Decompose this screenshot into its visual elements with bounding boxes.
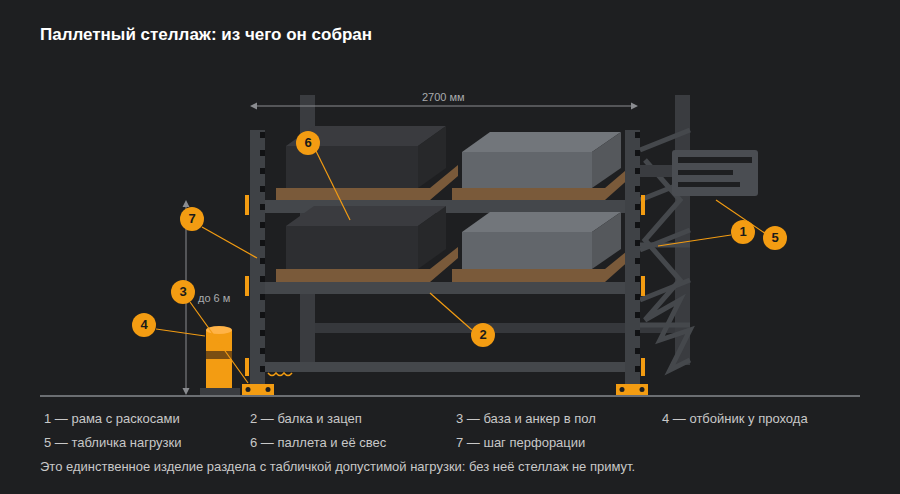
rack-part: [268, 373, 292, 376]
rack-part: [245, 276, 249, 296]
rack-part: [242, 384, 274, 395]
callout-number: 6: [296, 131, 320, 155]
rack-part: [265, 362, 625, 372]
rack-part: [462, 152, 592, 188]
rack-part: [678, 157, 752, 163]
rack-part: [641, 358, 645, 376]
rack-part: [190, 302, 248, 383]
rack-part: [183, 103, 639, 396]
rack-part: [616, 384, 648, 395]
rack-part: [250, 130, 265, 390]
callout-number: 3: [171, 280, 195, 304]
rack-part: [418, 206, 446, 269]
rack-part: [265, 282, 625, 294]
diagram-title: Паллетный стеллаж: из чего он собран: [40, 25, 372, 45]
legend-entry: 1 — рама с раскосами: [44, 411, 180, 426]
rack-part: [625, 130, 640, 390]
legend-entry: 2 — балка и зацеп: [250, 411, 362, 426]
rack-part: [640, 387, 645, 392]
rack-part: [286, 206, 446, 226]
rack-part: [672, 150, 758, 196]
rack-part: [206, 330, 232, 388]
callout-number: 1: [731, 220, 755, 244]
rack-part: [592, 212, 621, 269]
rack-part: [462, 232, 592, 269]
rack-part: [592, 132, 621, 188]
rack-part: [156, 329, 205, 336]
legend-entry: 3 — база и анкер в пол: [456, 411, 596, 426]
rack-part: [678, 182, 740, 187]
rack-part: [245, 195, 249, 215]
rack-part: [430, 293, 472, 330]
callout-number: 4: [132, 313, 156, 337]
rack-part: [245, 195, 645, 376]
rack-part: [640, 245, 690, 325]
rack-part: [156, 151, 766, 383]
rack-part: [286, 226, 418, 269]
rack-part: [315, 323, 675, 333]
rack-part: [658, 235, 731, 246]
rack-part: [266, 387, 271, 392]
rack-part: [200, 388, 240, 395]
rack-part: [678, 170, 733, 175]
rack-part: [252, 106, 636, 107]
rack-part: [316, 151, 350, 220]
rack-part: [641, 276, 645, 296]
rack-part: [40, 395, 860, 397]
rack-part: [625, 130, 640, 390]
legend-entry: 6 — паллета и её свес: [250, 435, 386, 450]
legend-entry: 5 — табличка нагрузки: [44, 435, 181, 450]
dimension-label: до 6 м: [195, 292, 233, 304]
rack-part: [250, 130, 265, 390]
rack-part: [250, 103, 638, 110]
rack-part: [641, 195, 645, 215]
caption-note: Это единственное изделие раздела с табли…: [40, 459, 635, 474]
dimension-label: 2700 мм: [419, 91, 468, 103]
rack-part: [245, 358, 249, 376]
callout-number: 5: [763, 226, 787, 250]
rack-part: [202, 227, 257, 258]
legend-entry: 7 — шаг перфорации: [456, 435, 585, 450]
callout-number: 2: [471, 323, 495, 347]
callout-number: 7: [180, 207, 204, 231]
legend-entry: 4 — отбойник у прохода: [662, 411, 808, 426]
rack-part: [418, 126, 446, 188]
rack-part: [620, 387, 625, 392]
rack-part: [246, 387, 251, 392]
rack-part: [640, 165, 675, 177]
